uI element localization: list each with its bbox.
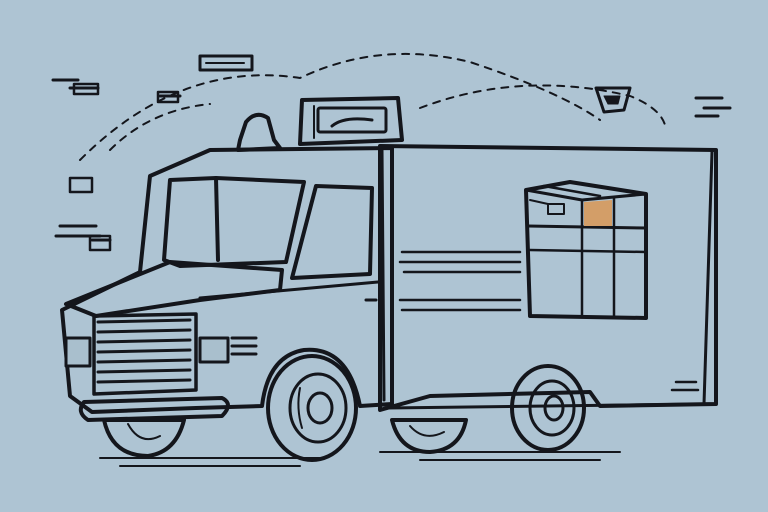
roof-beacon (236, 112, 282, 152)
front-bumper (78, 396, 230, 422)
headlight (64, 336, 258, 368)
grille (92, 312, 198, 396)
speed-line-icon (51, 54, 732, 252)
front-wheel (266, 354, 358, 462)
hood-crease (198, 280, 380, 300)
side-window (290, 184, 374, 280)
windshield-pillar (214, 176, 220, 262)
rear-inner-wheel (390, 418, 468, 454)
front-left-wheel (102, 418, 186, 458)
door-line (380, 148, 386, 402)
roof-box (298, 96, 404, 146)
package-box-icon (524, 180, 648, 320)
rear-wheel (510, 364, 586, 452)
cargo-box-edge (702, 150, 714, 406)
cargo-box-bottom-rail (386, 402, 712, 410)
cargo-stripes (398, 250, 700, 392)
truck-cab (60, 146, 394, 414)
